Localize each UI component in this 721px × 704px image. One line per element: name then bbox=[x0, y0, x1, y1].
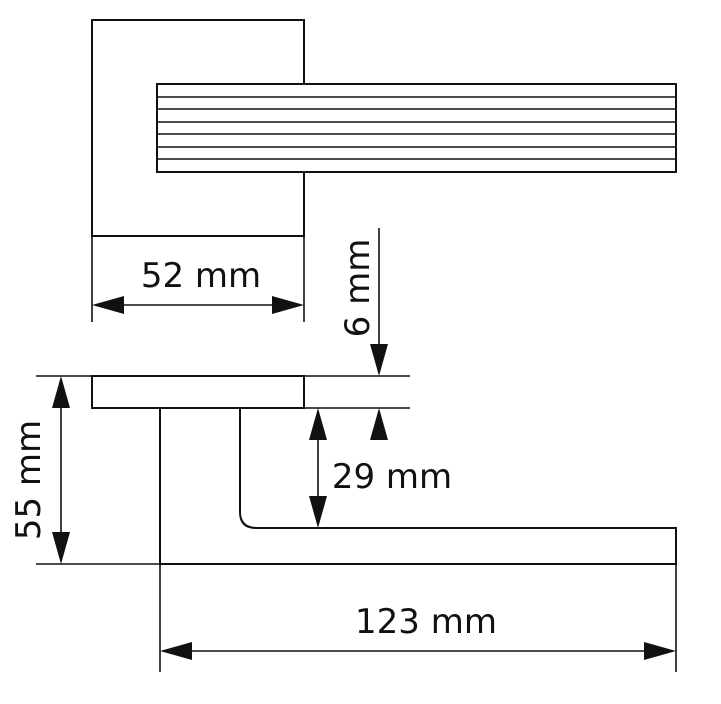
label-123mm: 123 mm bbox=[355, 602, 497, 642]
dimension-6mm: 6 mm bbox=[338, 228, 388, 440]
rose-plate-side bbox=[91, 375, 305, 409]
arrow-up bbox=[370, 408, 388, 440]
dimension-52mm: 52 mm bbox=[91, 236, 305, 322]
arrow-up bbox=[52, 376, 70, 408]
arrow-down bbox=[309, 496, 327, 528]
dimension-29mm: 29 mm bbox=[309, 408, 452, 528]
arrow-up bbox=[309, 408, 327, 440]
front-view: 52 mm bbox=[91, 19, 677, 322]
arrow-right bbox=[272, 296, 304, 314]
lever-side bbox=[159, 407, 677, 565]
label-52mm: 52 mm bbox=[141, 256, 261, 296]
lever-grooves bbox=[157, 96, 676, 160]
arrow-right bbox=[644, 642, 676, 660]
lever-front bbox=[156, 83, 677, 173]
dimension-123mm: 123 mm bbox=[160, 602, 676, 660]
label-29mm: 29 mm bbox=[332, 457, 452, 497]
label-55mm: 55 mm bbox=[9, 420, 49, 540]
rose-plate-front bbox=[91, 19, 305, 237]
arrow-down bbox=[370, 344, 388, 376]
arrow-left bbox=[92, 296, 124, 314]
extension-lines bbox=[36, 375, 677, 672]
side-view: 6 mm 29 mm 55 mm 123 mm bbox=[9, 228, 677, 672]
arrow-left bbox=[160, 642, 192, 660]
label-6mm: 6 mm bbox=[338, 239, 378, 338]
dimension-55mm: 55 mm bbox=[9, 376, 70, 564]
arrow-down bbox=[52, 532, 70, 564]
